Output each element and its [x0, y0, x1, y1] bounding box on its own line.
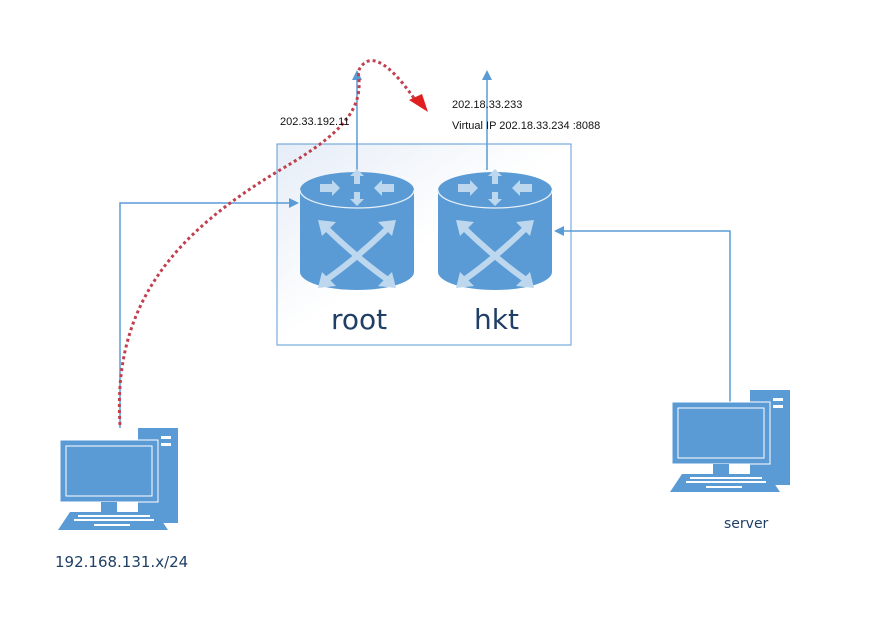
hkt-router-icon[interactable] [438, 169, 552, 290]
server-label: server [724, 516, 769, 532]
traffic-path-dotted [117, 59, 420, 426]
server-to-hkt-link [554, 226, 731, 402]
hkt-virtual-ip-label: Virtual IP 202.18.33.234 :8088 [452, 120, 601, 132]
server-pc-icon[interactable] [669, 389, 791, 493]
hkt-router-label: hkt [474, 303, 519, 336]
traffic-path-arrowhead [409, 94, 428, 112]
client-pc-icon[interactable] [57, 427, 179, 531]
root-router-label: root [331, 303, 388, 336]
root-ip-label: 202.33.192.11 [280, 116, 350, 128]
client-subnet-label: 192.168.131.x/24 [55, 553, 189, 571]
hkt-ip-label: 202.18.33.233 [452, 99, 523, 111]
root-router-icon[interactable] [300, 169, 414, 290]
client-to-root-link [119, 198, 299, 428]
